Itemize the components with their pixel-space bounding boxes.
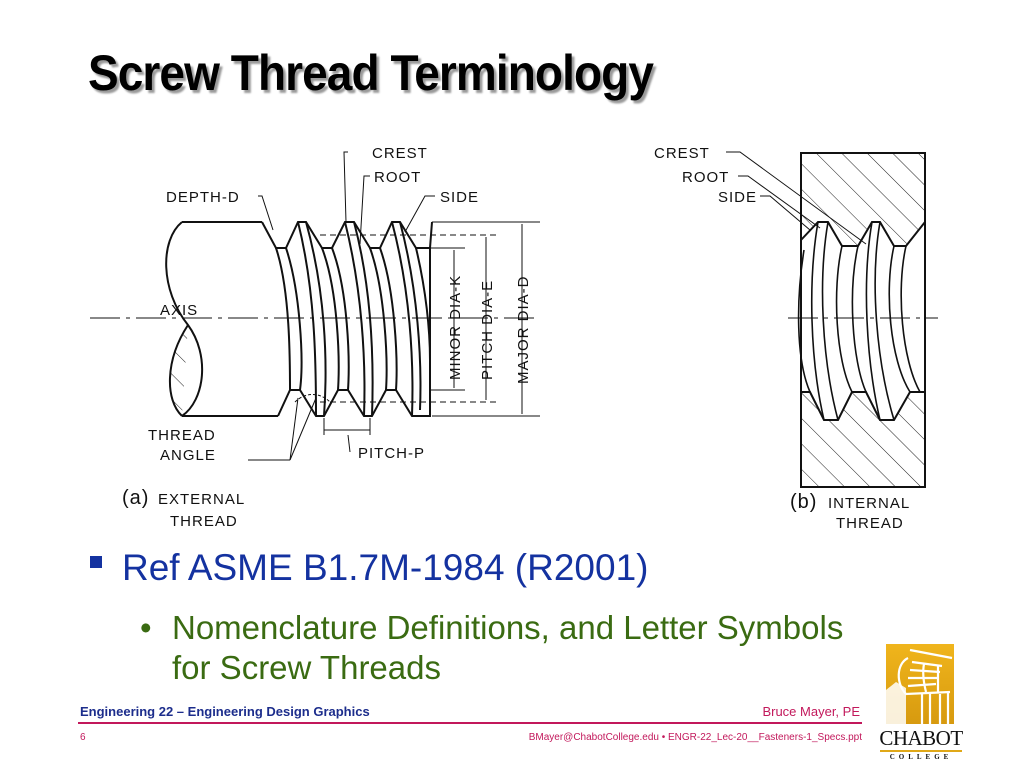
square-bullet-icon: [90, 556, 102, 569]
footer-email-file: BMayer@ChabotCollege.edu • ENGR-22_Lec-2…: [528, 732, 862, 743]
chabot-college-logo: CHABOT COLLEGE: [876, 644, 966, 764]
svg-text:THREAD: THREAD: [148, 427, 216, 444]
svg-text:INTERNAL: INTERNAL: [828, 495, 910, 512]
bullet-text: Ref ASME B1.7M-1984 (R2001): [122, 547, 649, 588]
dot-bullet-icon: •: [140, 609, 152, 646]
svg-text:ROOT: ROOT: [682, 169, 729, 186]
slide-title: Screw Thread Terminology: [88, 45, 654, 101]
svg-text:THREAD: THREAD: [836, 515, 904, 532]
svg-text:AXIS: AXIS: [160, 302, 198, 319]
svg-text:PITCH-P: PITCH-P: [358, 445, 425, 462]
svg-text:THREAD: THREAD: [170, 513, 238, 530]
external-thread-drawing: [165, 221, 433, 417]
footer-course: Engineering 22 – Engineering Design Grap…: [80, 704, 370, 719]
svg-text:EXTERNAL: EXTERNAL: [158, 491, 245, 508]
footer-author: Bruce Mayer, PE: [762, 704, 860, 719]
svg-text:MINOR DIA-K: MINOR DIA-K: [447, 275, 464, 380]
svg-text:PITCH DIA-E: PITCH DIA-E: [479, 280, 496, 380]
svg-text:ANGLE: ANGLE: [160, 447, 216, 464]
svg-text:SIDE: SIDE: [440, 189, 479, 206]
bullet-level1: Ref ASME B1.7M-1984 (R2001): [90, 547, 648, 589]
logo-subtitle: COLLEGE: [889, 753, 953, 761]
page-number: 6: [80, 732, 86, 743]
svg-text:CREST: CREST: [654, 145, 710, 162]
svg-text:DEPTH-D: DEPTH-D: [166, 189, 240, 206]
bullet-level2: • Nomenclature Definitions, and Letter S…: [140, 608, 852, 688]
svg-text:MAJOR DIA-D: MAJOR DIA-D: [515, 276, 532, 385]
logo-name: CHABOT: [879, 726, 963, 750]
internal-thread-drawing: CREST ROOT SIDE (b) INTERNAL THREAD: [654, 145, 938, 532]
svg-text:(a): (a): [122, 487, 149, 509]
logo-emblem-icon: [886, 644, 954, 724]
svg-text:ROOT: ROOT: [374, 169, 421, 186]
svg-text:(b): (b): [790, 491, 817, 513]
logo-divider: [880, 750, 962, 752]
svg-text:SIDE: SIDE: [718, 189, 757, 206]
svg-text:CREST: CREST: [372, 145, 428, 162]
footer-divider: [78, 722, 862, 724]
screw-thread-diagram: CREST ROOT SIDE DEPTH-D AXIS THREAD ANGL…: [90, 145, 938, 532]
bullet-text: Nomenclature Definitions, and Letter Sym…: [172, 609, 844, 686]
